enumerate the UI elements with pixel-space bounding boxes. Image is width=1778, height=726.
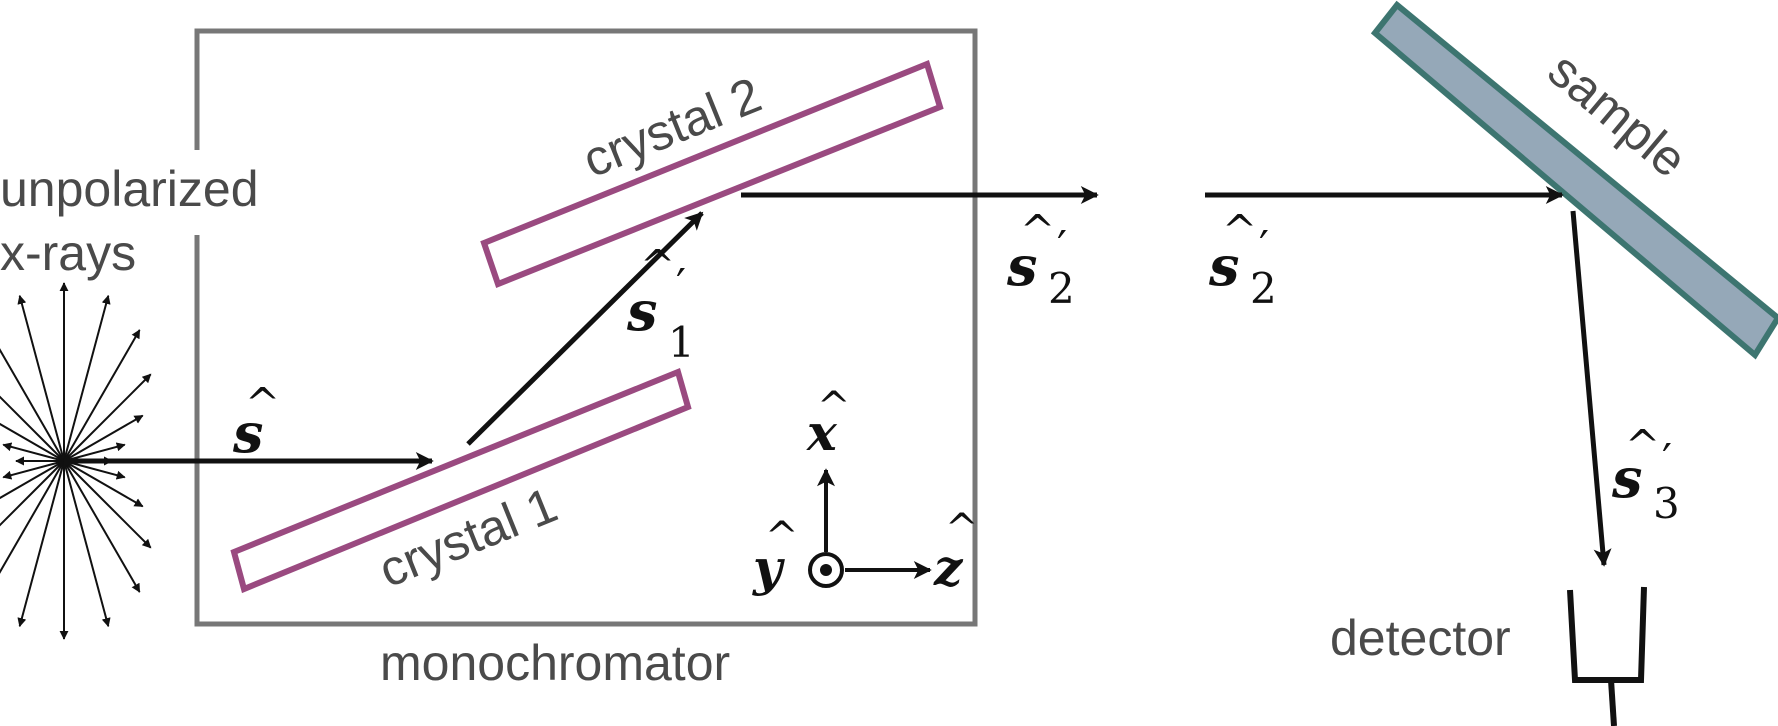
svg-text:1: 1 <box>668 318 695 367</box>
xray-ray <box>63 460 141 593</box>
xray-ray <box>2 460 65 480</box>
xray-ray <box>0 422 65 462</box>
svg-text:s: s <box>1006 234 1037 298</box>
svg-text:^: ^ <box>765 514 799 560</box>
xray-ray <box>0 460 65 500</box>
xray-ray <box>63 414 144 462</box>
box-label-gap <box>190 150 204 235</box>
xray-ray <box>0 460 65 527</box>
source-label-line2: x-rays <box>0 225 136 281</box>
xray-ray <box>17 294 65 462</box>
svg-text:3: 3 <box>1653 479 1680 528</box>
svg-text:^: ^ <box>817 384 851 430</box>
xray-ray <box>0 395 65 462</box>
vector-s2-prime-label-a: ^ s ′ 2 <box>1006 206 1075 313</box>
svg-text:s: s <box>1611 446 1642 510</box>
svg-text:^: ^ <box>640 241 675 290</box>
axis-indicator <box>808 468 932 588</box>
svg-text:y: y <box>752 538 785 597</box>
xray-ray <box>63 373 152 462</box>
beam-s3-arrow <box>1570 210 1612 567</box>
svg-text:z: z <box>933 538 964 597</box>
crystal-2 <box>480 59 944 288</box>
xray-ray <box>63 294 111 462</box>
xray-ray <box>0 460 65 574</box>
axis-z-label: ^ z <box>933 506 979 597</box>
xray-ray <box>63 329 141 462</box>
source-label-line1: unpolarized <box>0 161 259 217</box>
svg-text:2: 2 <box>1048 264 1075 313</box>
xray-ray <box>0 348 65 462</box>
beam-s1-arrow <box>466 211 704 446</box>
svg-text:s: s <box>1208 234 1239 298</box>
crystal-1 <box>230 367 692 594</box>
monochromator-box <box>194 28 978 627</box>
svg-text:x: x <box>806 403 838 462</box>
svg-text:^: ^ <box>945 506 979 552</box>
xray-ray <box>17 460 65 628</box>
xray-ray <box>63 460 111 628</box>
xray-ray <box>63 460 144 508</box>
vector-s3-prime-label: ^ s ′ 3 <box>1611 421 1680 528</box>
sample-plate <box>1370 0 1778 360</box>
svg-text:′: ′ <box>676 260 686 311</box>
svg-text:^: ^ <box>245 379 280 428</box>
vector-s1-prime-label: ^ s ′ 1 <box>626 241 695 367</box>
detector-label: detector <box>1330 610 1511 666</box>
svg-text:′: ′ <box>1259 222 1269 273</box>
svg-text:^: ^ <box>1020 206 1055 255</box>
monochromator-label: monochromator <box>380 635 730 691</box>
xray-source-burst <box>0 282 152 640</box>
xray-ray <box>63 442 126 462</box>
axis-x-label: ^ x <box>806 384 851 462</box>
svg-text:′: ′ <box>1662 435 1672 486</box>
vector-s2-prime-label-b: ^ s ′ 2 <box>1208 206 1277 313</box>
xray-ray <box>63 460 126 480</box>
axis-y-label: ^ y <box>752 514 799 597</box>
svg-text:s: s <box>626 279 657 343</box>
xray-ray <box>2 442 65 462</box>
detector <box>1567 586 1647 726</box>
vector-s-label: ^ s <box>232 379 280 465</box>
svg-text:^: ^ <box>1625 421 1660 470</box>
svg-text:′: ′ <box>1057 222 1067 273</box>
svg-text:s: s <box>232 401 263 465</box>
svg-text:^: ^ <box>1222 206 1257 255</box>
xray-ray <box>63 460 152 549</box>
svg-text:2: 2 <box>1250 264 1277 313</box>
